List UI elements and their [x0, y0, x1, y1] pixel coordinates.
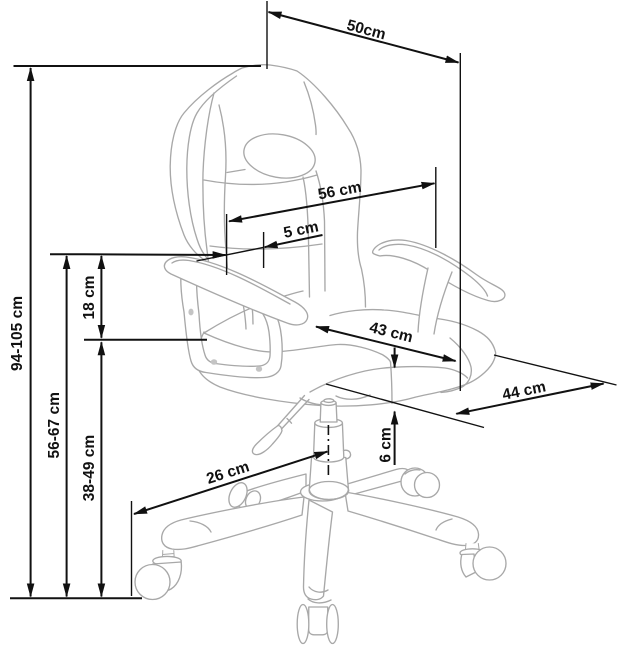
svg-text:18 cm: 18 cm	[81, 276, 98, 320]
svg-text:6 cm: 6 cm	[378, 427, 395, 462]
svg-text:38-49 cm: 38-49 cm	[81, 435, 98, 501]
svg-text:50cm: 50cm	[345, 17, 388, 44]
svg-text:56-67 cm: 56-67 cm	[46, 392, 63, 458]
svg-text:5 cm: 5 cm	[282, 218, 320, 241]
svg-text:94-105 cm: 94-105 cm	[9, 296, 26, 371]
